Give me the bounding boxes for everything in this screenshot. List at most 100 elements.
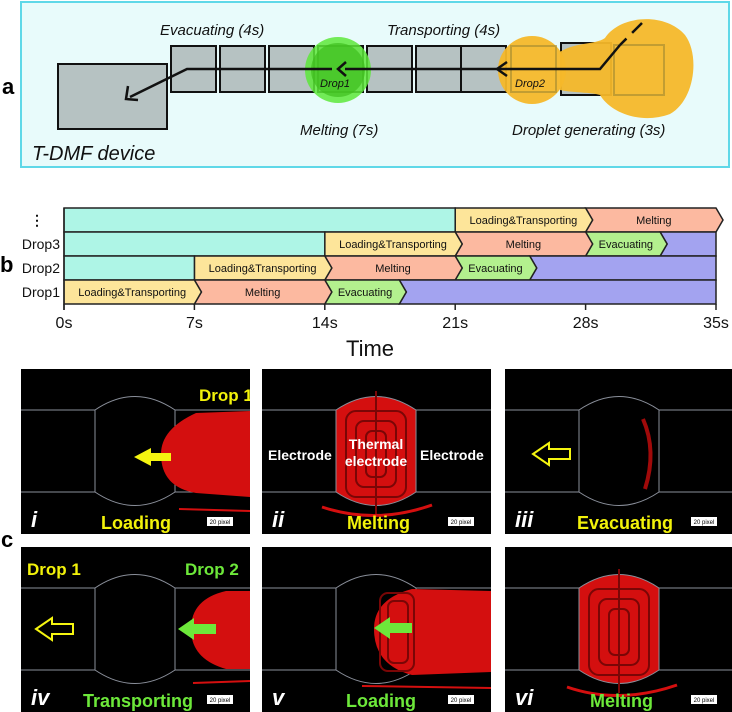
arrow-left-icon — [134, 448, 171, 466]
segment-label: Evacuating — [468, 263, 522, 275]
droplet-shape — [161, 411, 250, 497]
scale-bar — [448, 517, 474, 526]
timeline-row: Evacuating Melting Loading&Transporting — [63, 255, 717, 281]
segment-label: Melting — [245, 287, 280, 299]
x-tick-label: 0s — [56, 315, 73, 332]
x-tick-label: 35s — [703, 315, 729, 332]
panel-a-letter: a — [2, 74, 15, 99]
droplet-shape — [191, 591, 250, 669]
droplet-reservoir-shape — [560, 19, 694, 119]
micrograph-vi: vi Melting 20 pixel — [505, 547, 732, 712]
image-caption: Melting — [590, 691, 653, 711]
thermal-electrode-outline — [94, 574, 176, 684]
reservoir-electrode — [57, 63, 168, 130]
red-line — [192, 680, 250, 684]
thermal-electrode-pattern — [345, 391, 407, 515]
scale-bar — [207, 695, 233, 704]
segment-label: Melting — [636, 215, 671, 227]
micrograph-ii: Electrode Thermal electrode Electrode ii… — [262, 369, 491, 534]
red-line — [178, 508, 250, 512]
x-axis-label: Time — [346, 336, 394, 361]
label-melting: Melting (7s) — [300, 122, 378, 139]
scale-bar-label: 20 pixel — [210, 698, 231, 704]
red-line — [321, 503, 433, 518]
x-tick-label: 14s — [312, 315, 338, 332]
row-label: Drop2 — [22, 260, 60, 276]
timeline-chart: MeltingLoading&TransportingEvacuatingMel… — [22, 207, 729, 361]
segment-label: Loading&Transporting — [339, 239, 447, 251]
panel-b-letter: b — [0, 252, 14, 277]
scale-bar-label: 20 pixel — [694, 698, 715, 704]
image-numeral: ii — [272, 507, 285, 532]
image-numeral: i — [31, 507, 38, 532]
thermal-electrode-pattern — [588, 569, 650, 693]
image-numeral: v — [272, 685, 286, 710]
micrograph-iv: Drop 1 Drop 2 iv Transporting 20 pixel — [21, 547, 250, 712]
timeline-segment-idle — [63, 207, 456, 233]
timeline-segment-idle — [63, 255, 196, 281]
timeline-segment-idle — [63, 231, 326, 257]
segment-label: Evacuating — [338, 287, 392, 299]
panel-c-letter: c — [1, 527, 14, 552]
drop-label: Drop 1 — [199, 386, 250, 405]
segment-label: Melting — [375, 263, 410, 275]
segment-label: Loading&Transporting — [469, 215, 577, 227]
drop2-label: Drop 2 — [185, 560, 239, 579]
red-line — [566, 683, 678, 698]
arrow-left-icon — [374, 617, 412, 639]
row-label: ⋮ — [30, 212, 44, 228]
electrode-label-right: Electrode — [420, 447, 484, 463]
scale-bar — [207, 517, 233, 526]
micrograph-v: v Loading 20 pixel — [262, 547, 491, 712]
electrode-under-reservoir — [613, 44, 665, 96]
scale-bar — [691, 517, 717, 526]
hollow-arrow-left-icon — [34, 616, 74, 642]
electrode-label-left: Electrode — [268, 447, 332, 463]
timeline-segment-done — [398, 279, 717, 305]
timeline-row: Evacuating Melting Loading&Transporting — [63, 231, 717, 257]
arrow-head-icon — [336, 61, 347, 77]
image-caption: Loading — [101, 513, 171, 533]
thermal-electrode-outline — [94, 396, 176, 506]
droplet-shape — [374, 589, 491, 675]
thermal-electrode-label-1: Thermal — [349, 436, 403, 452]
image-caption: Loading — [346, 691, 416, 711]
timeline-row: Evacuating Melting Loading&Transporting — [63, 279, 717, 305]
segment-label: Evacuating — [599, 239, 653, 251]
image-numeral: iv — [31, 685, 51, 710]
segment-label: Melting — [506, 239, 541, 251]
x-tick-label: 7s — [186, 315, 203, 332]
scale-bar — [448, 695, 474, 704]
x-tick-label: 28s — [573, 315, 599, 332]
hollow-arrow-left-icon — [531, 441, 571, 467]
segment-label: Loading&Transporting — [78, 287, 186, 299]
label-evacuating: Evacuating (4s) — [160, 22, 264, 39]
label-generating: Droplet generating (3s) — [512, 122, 665, 139]
x-tick-label: 21s — [442, 315, 468, 332]
thermal-electrode-label-2: electrode — [345, 453, 407, 469]
scale-bar — [691, 695, 717, 704]
drop1-label: Drop 1 — [27, 560, 81, 579]
image-numeral: vi — [515, 685, 534, 710]
micrograph-iii: iii Evacuating 20 pixel — [505, 369, 732, 534]
timeline-segment-done — [528, 255, 717, 281]
segment-label: Loading&Transporting — [209, 263, 317, 275]
row-label: Drop1 — [22, 284, 60, 300]
drop2-label: Drop2 — [515, 78, 545, 90]
scale-bar-label: 20 pixel — [210, 520, 231, 526]
image-numeral: iii — [515, 507, 534, 532]
scale-bar-label: 20 pixel — [451, 520, 472, 526]
path-line — [619, 22, 643, 46]
residue-trace — [641, 418, 653, 490]
arrow-head-icon — [494, 60, 508, 78]
image-caption: Transporting — [83, 691, 193, 711]
arrow-left-icon — [178, 618, 216, 640]
path-line — [129, 67, 332, 99]
thermal-electrode-outline — [578, 396, 660, 506]
device-label: T-DMF device — [32, 143, 155, 165]
scale-bar-label: 20 pixel — [694, 520, 715, 526]
red-line — [361, 685, 491, 689]
label-transporting: Transporting (4s) — [387, 22, 500, 39]
path-line — [440, 44, 621, 71]
drop1-label: Drop1 — [320, 78, 350, 90]
